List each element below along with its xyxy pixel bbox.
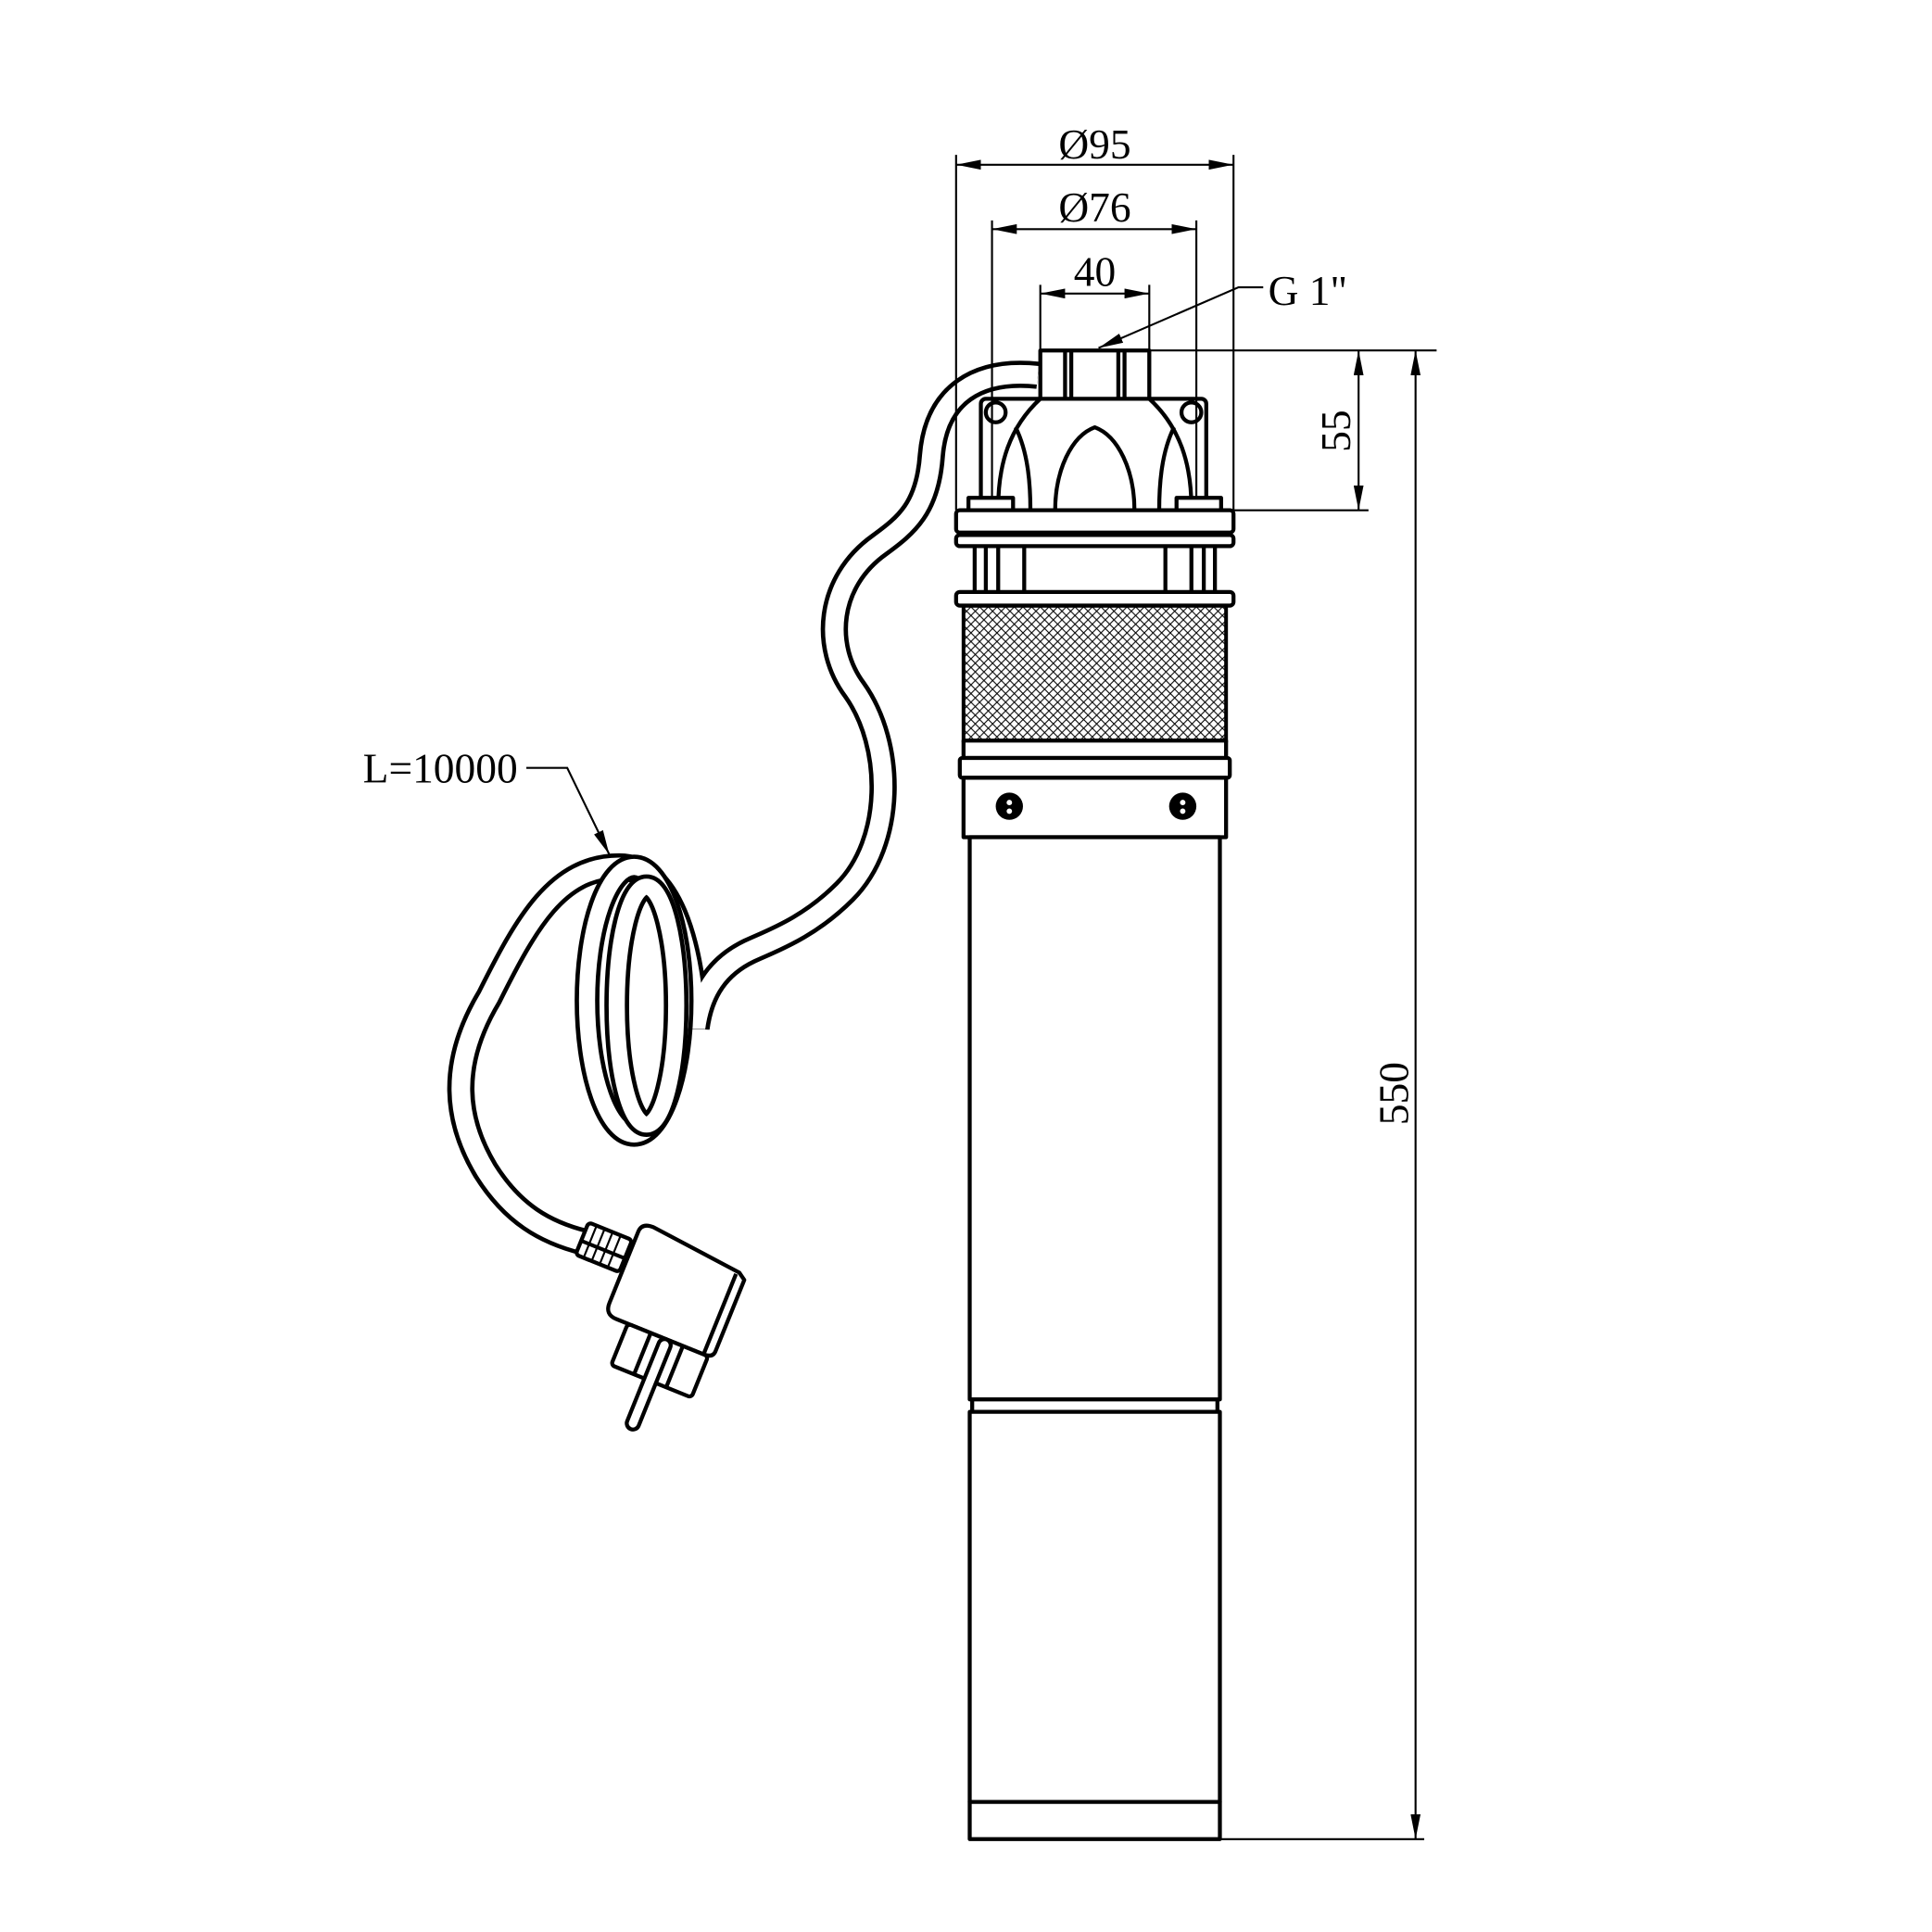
dimension-lines [526, 155, 1437, 1840]
bottom-ring [967, 1799, 1222, 1841]
pump [953, 348, 1236, 1841]
ring [953, 589, 1236, 608]
power-plug [575, 1221, 747, 1432]
motor-body [967, 835, 1222, 1402]
tie-rods [972, 546, 1218, 592]
inner-diameter-label: Ø76 [1058, 184, 1130, 231]
power-cable [447, 360, 1040, 1256]
head-height-label: 55 [1313, 410, 1359, 451]
screw-icon [1168, 792, 1197, 820]
outlet-width-label: 40 [1074, 249, 1116, 296]
cable-coil [575, 854, 694, 1147]
screw-icon [995, 792, 1023, 820]
thread-label: G 1" [1269, 268, 1347, 314]
motor-collar [961, 776, 1229, 840]
pump-head [953, 397, 1236, 549]
outer-diameter-label: Ø95 [1058, 121, 1130, 168]
intake-mesh [961, 603, 1229, 743]
total-length-label: 550 [1371, 1062, 1418, 1125]
outlet-nut [1038, 348, 1152, 402]
cable-length-label: L=10000 [363, 746, 518, 792]
